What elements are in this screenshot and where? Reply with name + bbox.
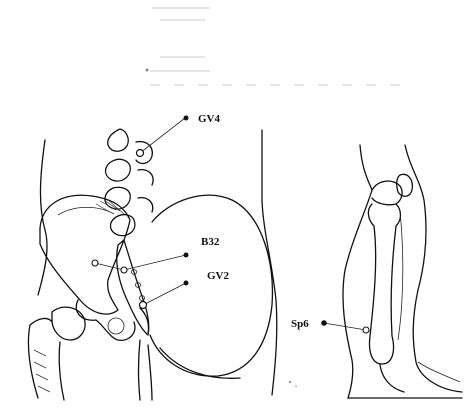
faded-header-marks [146,8,401,85]
b32-leader-dot [184,253,189,258]
gv2-label: GV2 [207,270,230,282]
back-hip-figure [28,129,276,400]
b32-marker-left [92,260,98,266]
point-b32: B32 [92,236,220,273]
gv4-label: GV4 [198,113,221,125]
gv4-leader-dot [184,116,189,121]
gv2-marker [140,302,147,309]
point-gv4: GV4 [137,113,221,157]
point-sp6: Sp6 [291,318,369,333]
point-gv2: GV2 [140,270,230,309]
sp6-leader-dot [321,320,327,326]
sp6-marker [363,327,369,333]
sp6-label: Sp6 [291,318,309,330]
b32-marker-right [121,267,127,273]
gv2-leader-dot [184,281,189,286]
gv4-marker [137,150,144,157]
leg-figure [343,145,462,398]
b32-label: B32 [201,236,220,248]
